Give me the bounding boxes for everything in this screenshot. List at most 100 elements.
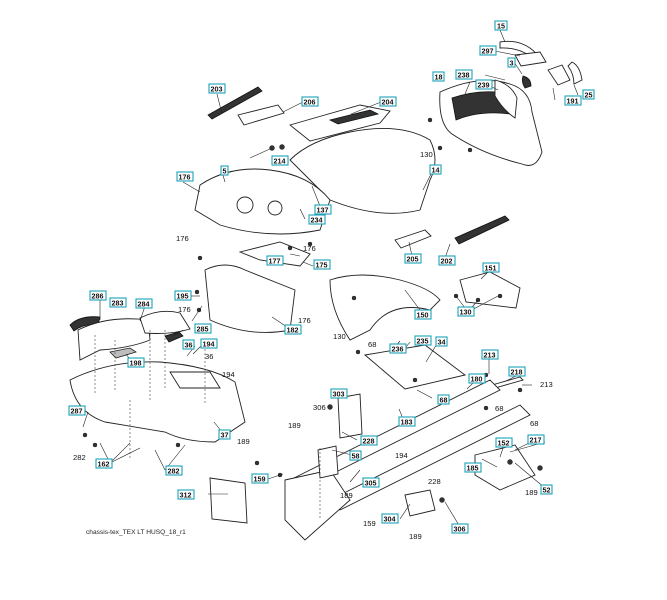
callout-176-right: 176 bbox=[303, 244, 316, 253]
callout-213-top[interactable]: 213 bbox=[481, 349, 499, 360]
callout-176-left: 176 bbox=[176, 234, 189, 243]
callout-36[interactable]: 36 bbox=[182, 339, 195, 350]
svg-text:58: 58 bbox=[352, 452, 360, 461]
svg-text:182: 182 bbox=[287, 326, 299, 335]
part-150-housing bbox=[329, 274, 441, 341]
svg-text:150: 150 bbox=[417, 311, 429, 320]
callout-228-frame: 228 bbox=[428, 477, 441, 486]
svg-text:36: 36 bbox=[185, 341, 193, 350]
callout-177[interactable]: 177 bbox=[266, 255, 284, 266]
callout-58[interactable]: 58 bbox=[349, 450, 362, 461]
callout-306-bottom[interactable]: 306 bbox=[451, 523, 469, 534]
part-304-bracket bbox=[404, 489, 436, 517]
callout-284[interactable]: 284 bbox=[135, 298, 153, 309]
callout-68-mid[interactable]: 68 bbox=[437, 394, 450, 405]
callout-176-top[interactable]: 176 bbox=[176, 171, 194, 182]
callout-130-right[interactable]: 130 bbox=[457, 306, 475, 317]
part-182-panel bbox=[204, 264, 296, 333]
callout-285[interactable]: 285 bbox=[194, 323, 212, 334]
svg-text:198: 198 bbox=[130, 359, 142, 368]
part-25-bracket bbox=[567, 61, 583, 85]
part-5-gauge bbox=[236, 196, 254, 214]
svg-text:297: 297 bbox=[482, 47, 494, 56]
part-303-bracket bbox=[337, 393, 363, 439]
callout-152[interactable]: 152 bbox=[495, 437, 513, 448]
callout-195[interactable]: 195 bbox=[174, 290, 192, 301]
part-205-step bbox=[394, 229, 432, 249]
callout-235[interactable]: 235 bbox=[414, 335, 432, 346]
callout-5[interactable]: 5 bbox=[220, 165, 229, 176]
part-284-fender-right bbox=[139, 310, 191, 334]
svg-text:213: 213 bbox=[484, 351, 496, 360]
callout-305[interactable]: 305 bbox=[362, 477, 380, 488]
svg-text:203: 203 bbox=[211, 85, 223, 94]
callout-198[interactable]: 198 bbox=[127, 357, 145, 368]
callout-234[interactable]: 234 bbox=[308, 214, 326, 225]
callout-189-a: 189 bbox=[288, 421, 301, 430]
callout-191[interactable]: 191 bbox=[564, 95, 582, 106]
callout-282-right[interactable]: 282 bbox=[165, 465, 183, 476]
callout-306-top: 306 bbox=[313, 403, 326, 412]
callout-286[interactable]: 286 bbox=[89, 290, 107, 301]
svg-text:159: 159 bbox=[254, 475, 266, 484]
callout-303[interactable]: 303 bbox=[330, 388, 348, 399]
callout-206[interactable]: 206 bbox=[301, 96, 319, 107]
callout-217[interactable]: 217 bbox=[527, 434, 545, 445]
callout-15[interactable]: 15 bbox=[494, 20, 508, 31]
part-drawings bbox=[69, 40, 583, 541]
svg-text:151: 151 bbox=[485, 264, 497, 273]
callout-137[interactable]: 137 bbox=[314, 204, 332, 215]
callout-25[interactable]: 25 bbox=[582, 89, 595, 100]
part-151-bracket bbox=[459, 271, 521, 309]
part-175-bracket bbox=[238, 241, 311, 267]
callout-283[interactable]: 283 bbox=[109, 297, 127, 308]
boxed-callouts: 15 297 3 18 238 239 191 25 203 206 204 2… bbox=[68, 20, 595, 534]
svg-text:195: 195 bbox=[177, 292, 189, 301]
callout-182[interactable]: 182 bbox=[284, 324, 302, 335]
svg-text:194: 194 bbox=[203, 340, 215, 349]
callout-52[interactable]: 52 bbox=[540, 484, 553, 495]
svg-text:25: 25 bbox=[585, 91, 593, 100]
callout-205[interactable]: 205 bbox=[404, 253, 422, 264]
callout-162[interactable]: 162 bbox=[95, 458, 113, 469]
callout-238[interactable]: 238 bbox=[455, 69, 473, 80]
callout-228[interactable]: 228 bbox=[360, 435, 378, 446]
callout-304[interactable]: 304 bbox=[381, 513, 399, 524]
callout-176-lower: 176 bbox=[298, 316, 311, 325]
callout-3[interactable]: 3 bbox=[507, 57, 516, 68]
callout-150[interactable]: 150 bbox=[414, 309, 432, 320]
callout-194[interactable]: 194 bbox=[200, 338, 218, 349]
callout-18[interactable]: 18 bbox=[432, 71, 445, 82]
svg-text:236: 236 bbox=[392, 345, 404, 354]
svg-text:177: 177 bbox=[269, 257, 281, 266]
callout-297[interactable]: 297 bbox=[479, 45, 497, 56]
svg-text:3: 3 bbox=[510, 59, 514, 68]
svg-text:14: 14 bbox=[432, 166, 440, 175]
callout-151[interactable]: 151 bbox=[482, 262, 500, 273]
callout-175[interactable]: 175 bbox=[313, 259, 331, 270]
callout-312[interactable]: 312 bbox=[177, 489, 195, 500]
part-198-pad bbox=[109, 347, 137, 359]
callout-236[interactable]: 236 bbox=[389, 343, 407, 354]
callout-185[interactable]: 185 bbox=[464, 462, 482, 473]
callout-37[interactable]: 37 bbox=[218, 429, 231, 440]
callout-204[interactable]: 204 bbox=[379, 96, 397, 107]
callout-203[interactable]: 203 bbox=[208, 83, 226, 94]
svg-text:185: 185 bbox=[467, 464, 479, 473]
callout-34[interactable]: 34 bbox=[435, 336, 448, 347]
callout-14[interactable]: 14 bbox=[429, 164, 442, 175]
part-312-plate bbox=[209, 477, 248, 524]
callout-194-frame: 194 bbox=[395, 451, 408, 460]
callout-287[interactable]: 287 bbox=[68, 405, 86, 416]
callout-36-lower: 36 bbox=[205, 352, 213, 361]
callout-159[interactable]: 159 bbox=[251, 473, 269, 484]
callout-183[interactable]: 183 bbox=[398, 416, 416, 427]
part-285-pad bbox=[164, 331, 184, 343]
callout-218[interactable]: 218 bbox=[508, 366, 526, 377]
svg-text:287: 287 bbox=[71, 407, 83, 416]
callout-189-c: 189 bbox=[340, 491, 353, 500]
callout-202[interactable]: 202 bbox=[438, 255, 456, 266]
callout-214[interactable]: 214 bbox=[271, 155, 289, 166]
callout-180[interactable]: 180 bbox=[468, 373, 486, 384]
callout-239[interactable]: 239 bbox=[475, 79, 493, 90]
